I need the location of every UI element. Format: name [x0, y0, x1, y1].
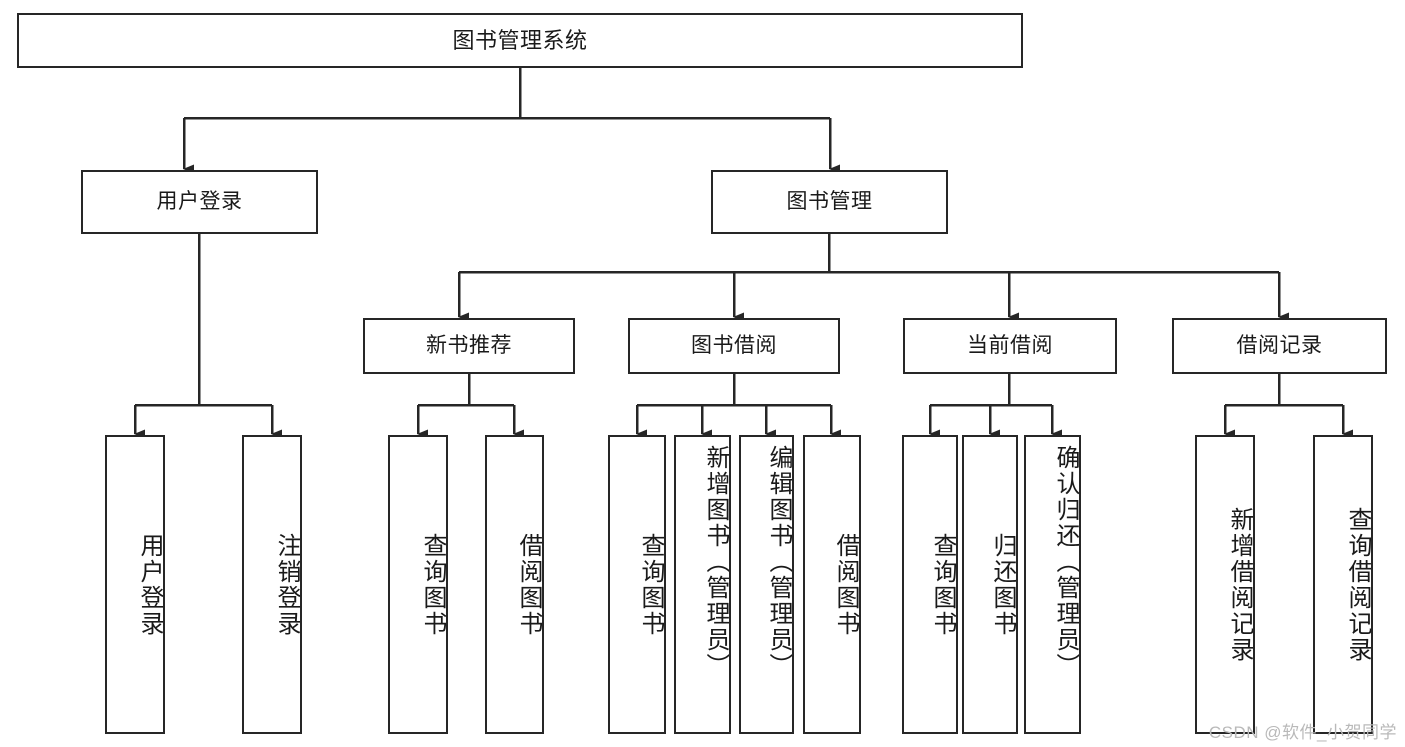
node-book-manage[interactable]: 图书管理 [711, 170, 948, 234]
node-new-book-recommend[interactable]: 新书推荐 [363, 318, 575, 374]
leaf-query-book-current[interactable]: 查询图书 [902, 435, 958, 734]
leaf-confirm-return-admin[interactable]: 确认归还（管理员） [1024, 435, 1081, 734]
leaf-return-book[interactable]: 归还图书 [962, 435, 1018, 734]
node-current-borrow[interactable]: 当前借阅 [903, 318, 1117, 374]
node-book-borrow[interactable]: 图书借阅 [628, 318, 840, 374]
leaf-add-borrow-record[interactable]: 新增借阅记录 [1195, 435, 1255, 734]
leaf-query-book[interactable]: 查询图书 [608, 435, 666, 734]
node-user-login[interactable]: 用户登录 [81, 170, 318, 234]
leaf-edit-book-admin[interactable]: 编辑图书（管理员） [739, 435, 794, 734]
leaf-borrow-book-recommend[interactable]: 借阅图书 [485, 435, 544, 734]
leaf-add-book-admin[interactable]: 新增图书（管理员） [674, 435, 731, 734]
leaf-query-borrow-record[interactable]: 查询借阅记录 [1313, 435, 1373, 734]
leaf-user-logout[interactable]: 注销登录 [242, 435, 302, 734]
leaf-borrow-book[interactable]: 借阅图书 [803, 435, 861, 734]
tree-edges [133, 68, 1353, 439]
watermark: CSDN @软件_小贺同学 [1208, 723, 1397, 742]
node-root[interactable]: 图书管理系统 [17, 13, 1023, 68]
node-borrow-record[interactable]: 借阅记录 [1172, 318, 1387, 374]
leaf-query-book-recommend[interactable]: 查询图书 [388, 435, 448, 734]
leaf-user-login[interactable]: 用户登录 [105, 435, 165, 734]
